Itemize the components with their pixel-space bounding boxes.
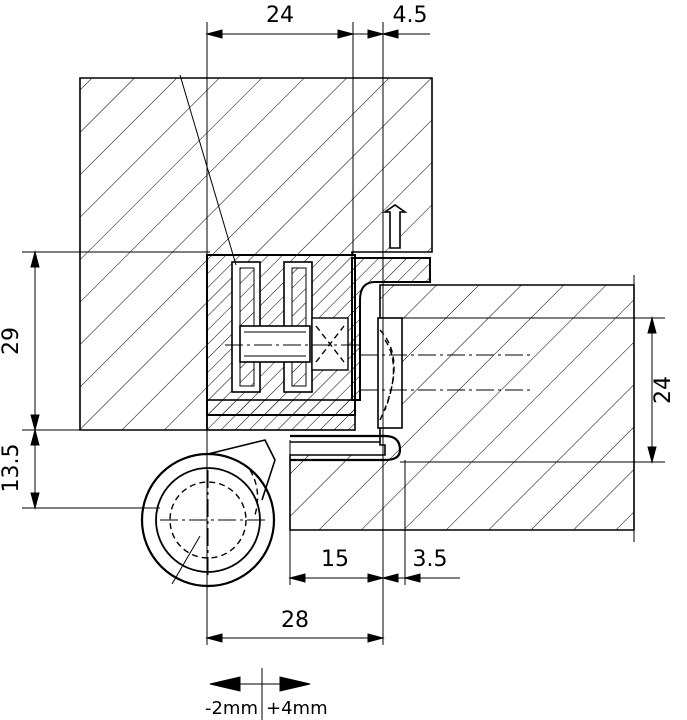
dim-left-lower: 13.5 xyxy=(0,444,24,493)
frame-hinge-body xyxy=(206,254,356,431)
dim-right: 24 xyxy=(651,376,676,404)
adjust-minus-label: -2mm xyxy=(205,698,258,719)
extension-lines xyxy=(22,22,665,645)
dim-bottom: 28 xyxy=(281,608,309,633)
dim-bottom-mid-left: 15 xyxy=(321,547,349,572)
hinge-knuckle xyxy=(140,439,276,588)
dim-top-right: 4.5 xyxy=(393,3,428,28)
dim-bottom-mid-right: 3.5 xyxy=(413,547,448,572)
leaf-hinge-body xyxy=(290,317,403,462)
dim-top-left: 24 xyxy=(266,3,294,28)
adjust-plus-label: +4mm xyxy=(266,698,328,719)
door-seal xyxy=(351,204,431,401)
dimension-lines xyxy=(30,29,657,720)
dim-left-upper: 29 xyxy=(0,327,24,355)
center-lines xyxy=(160,74,530,585)
